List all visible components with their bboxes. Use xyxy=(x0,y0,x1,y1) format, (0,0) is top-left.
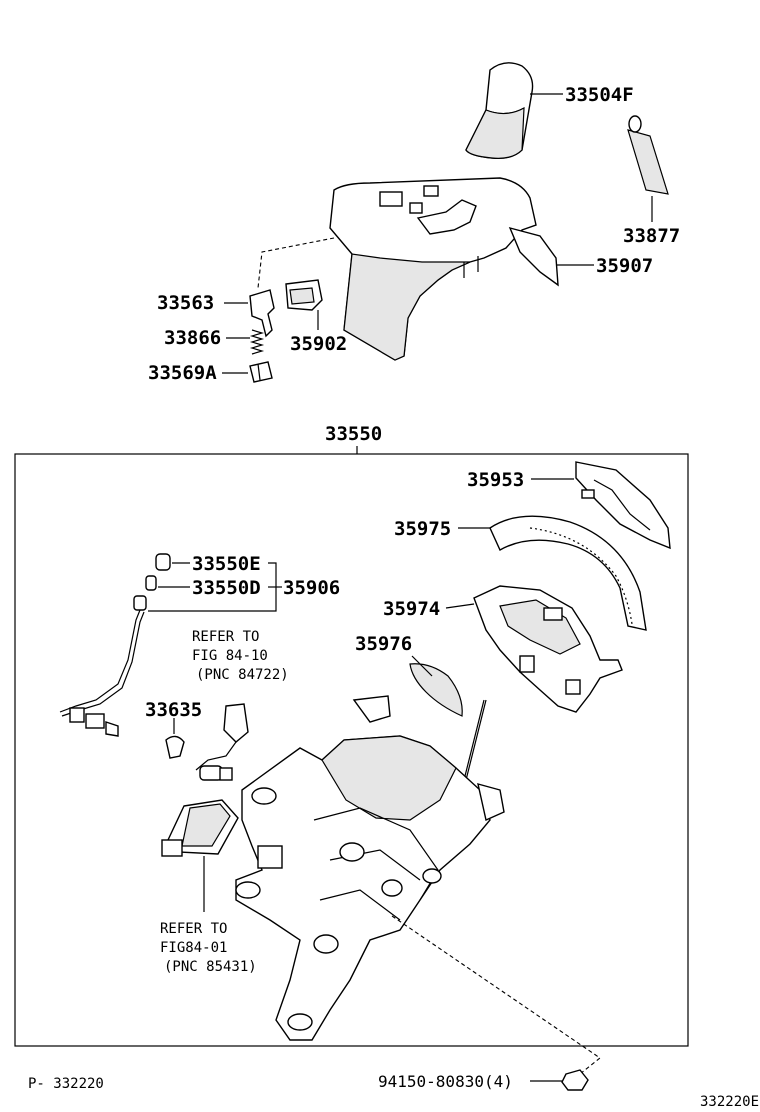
shift-lever-assembly-icon xyxy=(235,695,505,1041)
part-label-35953: 35953 xyxy=(467,469,524,491)
part-label-94150: 94150-80830(4) xyxy=(378,1072,513,1091)
refer-note-2-line-2: FIG84-01 xyxy=(160,940,227,956)
refer-note-2-line-3: (PNC 85431) xyxy=(164,959,257,975)
part-label-35976: 35976 xyxy=(355,633,412,655)
label-sheet-icon xyxy=(627,115,669,195)
part-label-33635: 33635 xyxy=(145,699,202,721)
figure-id: 332220E xyxy=(700,1094,759,1110)
part-label-35907: 35907 xyxy=(596,255,653,277)
leader-35974 xyxy=(445,603,475,609)
dashed-reference-line-nut xyxy=(391,915,601,1075)
part-label-33569A: 33569A xyxy=(148,362,217,384)
bulb-icon xyxy=(133,553,171,611)
thin-plate-icon xyxy=(409,663,463,717)
refer-note-1-line-2: FIG 84-10 xyxy=(192,648,268,664)
indicator-plate-icon xyxy=(329,177,559,361)
part-label-35902: 35902 xyxy=(290,333,347,355)
wire-harness-icon xyxy=(59,609,145,737)
part-label-33550E: 33550E xyxy=(192,553,261,575)
part-label-35974: 35974 xyxy=(383,598,440,620)
cover-icon xyxy=(575,461,671,550)
part-label-33563: 33563 xyxy=(157,292,214,314)
assembly-frame xyxy=(14,453,689,1047)
switch-icon xyxy=(285,279,323,311)
solenoid-assembly-icon xyxy=(473,585,623,713)
part-label-33550D: 33550D xyxy=(192,577,261,599)
spring-icon xyxy=(249,329,265,355)
lock-bracket-icon xyxy=(249,289,275,338)
nut-icon xyxy=(561,1069,589,1091)
part-label-33550: 33550 xyxy=(325,423,382,445)
wire-clip-icon xyxy=(165,735,185,759)
refer-note-2-line-1: REFER TO xyxy=(160,921,227,937)
shift-knob-icon xyxy=(465,62,534,160)
part-label-33504F: 33504F xyxy=(565,84,634,106)
part-label-33866: 33866 xyxy=(164,327,221,349)
page-reference: P- 332220 xyxy=(28,1076,104,1092)
leader-35976 xyxy=(411,655,433,677)
dashed-reference-line xyxy=(257,237,335,289)
part-label-35906: 35906 xyxy=(283,577,340,599)
part-label-33877: 33877 xyxy=(623,225,680,247)
control-module-icon xyxy=(161,799,239,857)
part-label-35975: 35975 xyxy=(394,518,451,540)
clip-icon xyxy=(249,361,273,383)
refer-note-1-line-1: REFER TO xyxy=(192,629,259,645)
slide-belt-icon xyxy=(489,515,647,631)
refer-note-1-line-3: (PNC 84722) xyxy=(196,667,289,683)
connector-icon xyxy=(195,703,249,781)
